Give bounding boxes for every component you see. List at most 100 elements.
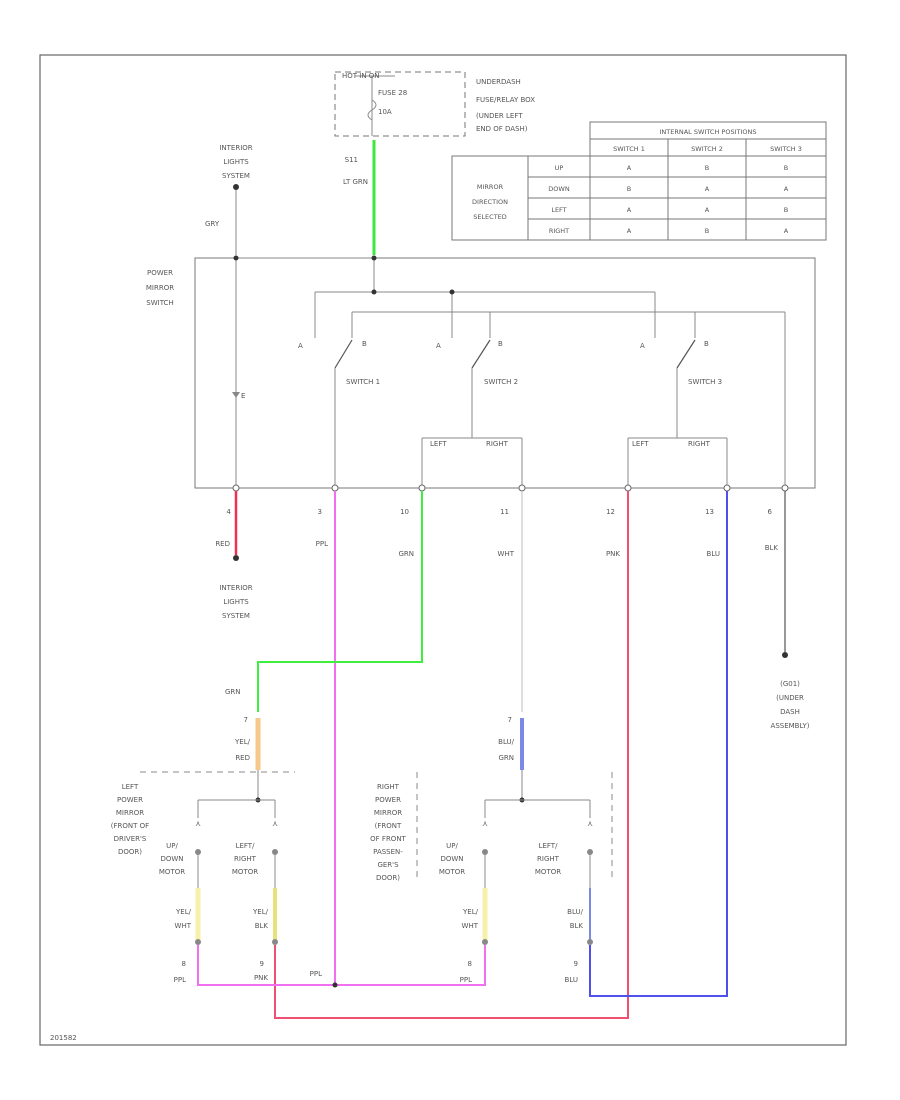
left-motor2-wire: BLK (255, 922, 269, 930)
left-mirror-common-wire-2: RED (235, 754, 250, 762)
fuse-location-line-1: UNDERDASH (476, 78, 521, 86)
right-motor1-wire: WHT (462, 922, 479, 930)
switch-2-a-label: A (436, 342, 441, 350)
interior-lights-bottom-line-2: LIGHTS (223, 598, 249, 606)
right-mirror-common-wire-1: BLU/ (498, 738, 514, 746)
left-motor1-line: UP/ (166, 842, 178, 850)
left-mirror-title-line: MIRROR (116, 809, 144, 817)
right-motor1-wire: YEL/ (462, 908, 479, 916)
terminal-pin (232, 484, 240, 492)
motor-terminal (482, 939, 488, 945)
left-motor1-line: MOTOR (159, 868, 185, 876)
terminal-pin-label: 4 (227, 508, 232, 516)
fuse-location-line-4: END OF DASH) (476, 125, 528, 133)
table-cell: A (627, 227, 632, 235)
interior-lights-top-line-1: INTERIOR (219, 144, 252, 152)
selector-right-left-label: LEFT (632, 440, 649, 448)
junction-dot (371, 289, 377, 295)
right-mirror-title-line: POWER (375, 796, 401, 804)
wire-color-label: PNK (606, 550, 620, 558)
table-cell: B (784, 206, 788, 214)
right-mirror-title-line: GER'S (377, 861, 399, 869)
motor-terminal (195, 939, 201, 945)
wire-color-label: BLK (765, 544, 779, 552)
fuse-symbol (367, 99, 377, 121)
ground-line-2: (UNDER (776, 694, 804, 702)
motor-terminal (272, 939, 278, 945)
table-cell: A (784, 185, 789, 193)
terminal-pin-label: 6 (768, 508, 773, 516)
power-mirror-switch: POWER MIRROR SWITCH E A B SWITCH 1 A B S… (146, 255, 816, 489)
left-mirror-title-line: POWER (117, 796, 143, 804)
terminal-pin (723, 484, 731, 492)
interior-lights-bottom-terminal (233, 555, 239, 561)
terminal-pin-label: 12 (606, 508, 615, 516)
left-mirror-title-line: DRIVER'S (114, 835, 147, 843)
left-mirror-pin: 7 (244, 716, 248, 724)
wire-pnk-loop (274, 491, 629, 1019)
left-mirror-title-line: (FRONT OF (111, 822, 149, 830)
ground-line-3: DASH (780, 708, 800, 716)
right-mirror-title-line: (FRONT (375, 822, 402, 830)
fuse-box: HOT IN ON FUSE 28 10A UNDERDASH FUSE/REL… (334, 71, 535, 137)
switch-1-b-label: B (362, 340, 367, 348)
selector-left-left-label: LEFT (430, 440, 447, 448)
connector-symbol: ⋏ (482, 819, 488, 828)
left-motor2-line: MOTOR (232, 868, 258, 876)
right-motor2-line: MOTOR (535, 868, 561, 876)
right-motor1-line: DOWN (440, 855, 463, 863)
connector-symbol: ⋏ (272, 819, 278, 828)
selector-left-right-label: RIGHT (486, 440, 509, 448)
fuse-number-label: FUSE 28 (378, 89, 407, 97)
switch-2-b-label: B (498, 340, 503, 348)
selector-right-right-label: RIGHT (688, 440, 711, 448)
junction-dot (371, 255, 377, 261)
wire-blu-loop (589, 491, 728, 997)
right-mirror-title-line: RIGHT (377, 783, 400, 791)
table-column-header: SWITCH 3 (770, 145, 802, 153)
fuse-rating-label: 10A (378, 108, 392, 116)
ground-line-4: ASSEMBLY) (771, 722, 810, 730)
left-motor1-wire: YEL/ (175, 908, 192, 916)
table-row-direction: UP (555, 164, 564, 172)
ppl-junction-dot (332, 982, 338, 988)
terminal-pin (624, 484, 632, 492)
switch-title-line-1: POWER (147, 269, 173, 277)
table-title: INTERNAL SWITCH POSITIONS (660, 128, 757, 136)
table-cell: A (627, 206, 632, 214)
wire-grn (257, 491, 423, 712)
left-motor1-out: PPL (174, 976, 186, 984)
diagram-id: 201582 (50, 1034, 77, 1042)
right-mirror-title-line: MIRROR (374, 809, 402, 817)
terminal-pin (518, 484, 526, 492)
switch-1-a-label: A (298, 342, 303, 350)
table-cell: A (705, 206, 710, 214)
right-motor2-wire: BLK (570, 922, 584, 930)
junction-dot (449, 289, 455, 295)
fuse-location-line-2: FUSE/RELAY BOX (476, 96, 535, 104)
switch-positions-table: INTERNAL SWITCH POSITIONS SWITCH 1 SWITC… (451, 121, 827, 241)
table-row-group: SELECTED (473, 213, 507, 221)
terminal-pin-label: 3 (318, 508, 322, 516)
left-motor2-line: RIGHT (234, 855, 257, 863)
left-motor2-out: PNK (254, 974, 268, 982)
illumination-e-label: E (241, 392, 245, 400)
switch-box-outline (194, 257, 816, 489)
switch-2-lever (471, 339, 491, 369)
table-row-direction: DOWN (548, 185, 570, 193)
ground-line-1: (G01) (780, 680, 800, 688)
terminal-pin (781, 484, 789, 492)
ppl-junction-label: PPL (310, 970, 322, 978)
interior-lights-bottom-line-1: INTERIOR (219, 584, 252, 592)
right-motor2-line: RIGHT (537, 855, 560, 863)
right-motor2-wire: BLU/ (567, 908, 583, 916)
page-border (39, 54, 847, 1046)
right-motor1-out: PPL (460, 976, 472, 984)
left-mirror-in-wire: GRN (225, 688, 241, 696)
left-motor1-line: DOWN (160, 855, 183, 863)
motor-terminal (587, 939, 593, 945)
terminal-pin-label: 11 (500, 508, 509, 516)
ground-terminal (782, 652, 788, 658)
switch-title-line-2: MIRROR (146, 284, 174, 292)
